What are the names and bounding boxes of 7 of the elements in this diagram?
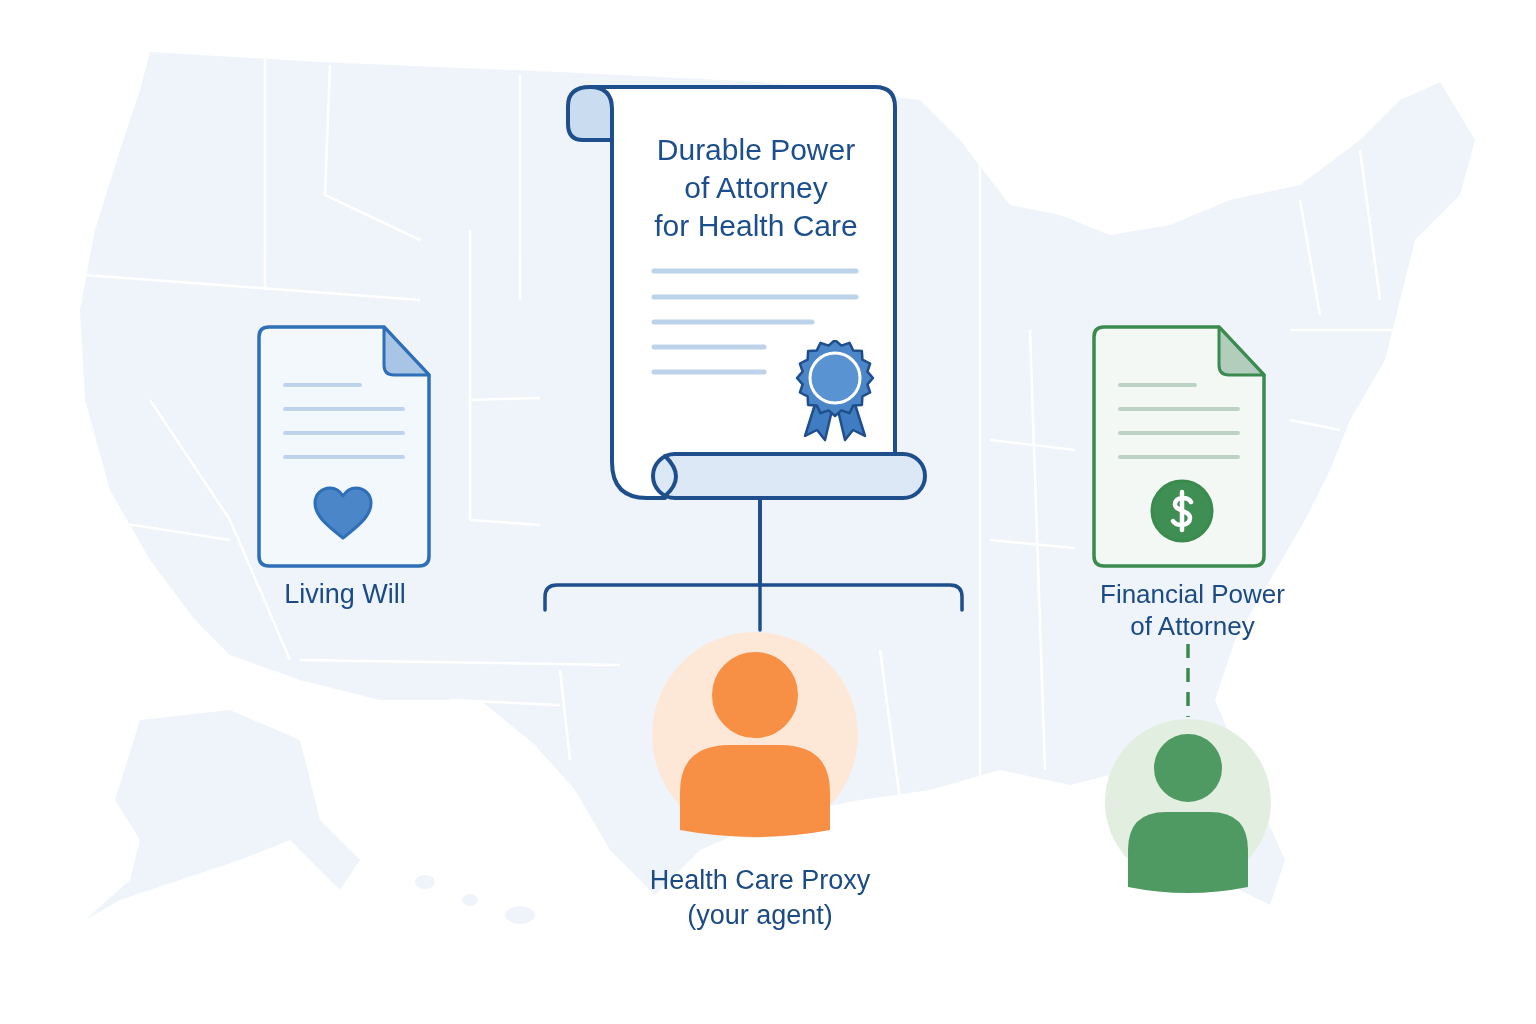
document-label: Living Will [284,579,406,609]
connector-line [758,498,964,612]
connector-line [1186,644,1190,717]
document-label: Financial Power of Attorney [1099,578,1286,642]
person-label: Health Care Proxy (your agent) [648,864,872,932]
document-title: Durable Power of Attorney for Health Care [654,132,858,244]
person-icon [1104,717,1272,895]
